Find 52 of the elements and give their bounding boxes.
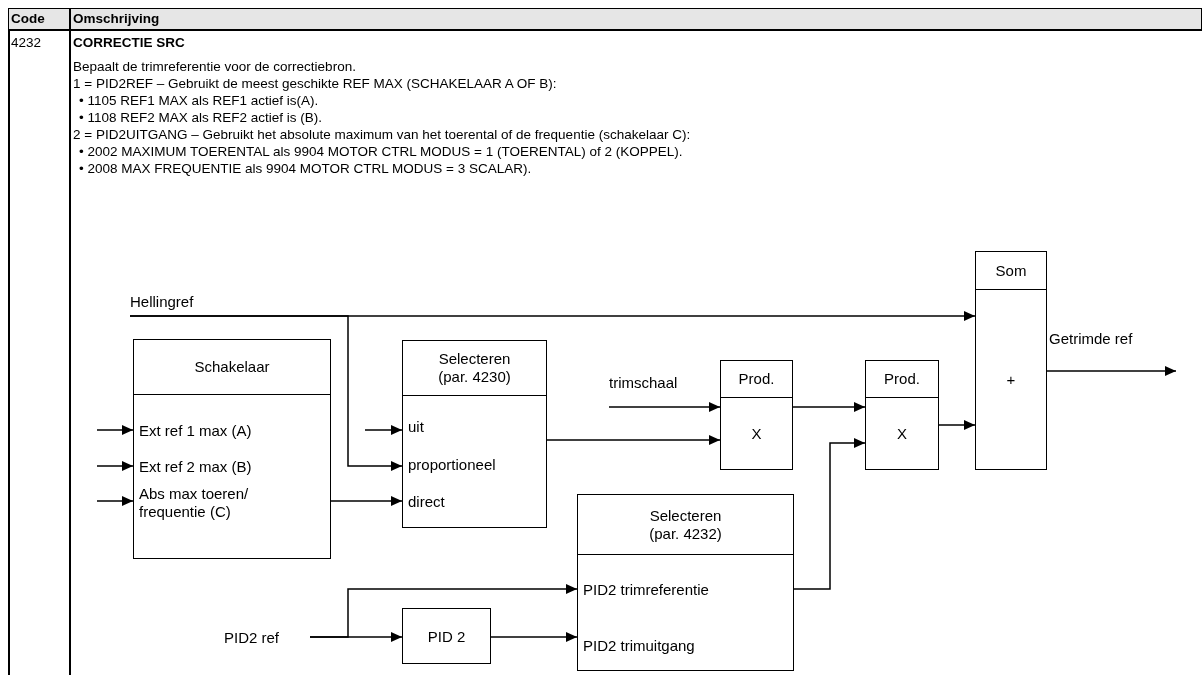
sum-block <box>975 251 1047 470</box>
input-port-label: Ext ref 1 max (A) <box>134 422 332 441</box>
parameter-code: 4232 <box>11 34 42 51</box>
signal-label: Hellingref <box>130 293 212 312</box>
operator-symbol: X <box>896 424 908 444</box>
bullet-item: • 2008 MAX FREQUENTIE als 9904 MOTOR CTRL MODUS = 3 SCALAR). <box>79 160 532 177</box>
arrow <box>96 461 134 471</box>
block-title: Som <box>976 252 1046 290</box>
option-text: 1 = PID2REF – Gebruikt de meest geschikte REF MAX (SCHAKELAAR A OF B): <box>73 75 557 92</box>
block-title: Prod. <box>721 361 792 398</box>
arrow <box>364 425 403 435</box>
column-header: Code <box>11 10 45 27</box>
arrow <box>309 632 403 642</box>
input-port-label: PID2 trimuitgang <box>578 637 795 656</box>
input-port-label: direct <box>403 493 548 512</box>
arrow <box>490 632 578 642</box>
input-port-label: proportioneel <box>403 456 548 475</box>
switch-block <box>133 339 331 559</box>
selector-block <box>577 494 794 671</box>
multiplier-block <box>720 360 793 470</box>
arrow <box>1046 366 1177 376</box>
input-port-label: Abs max toeren/ frequentie (C) <box>134 485 332 523</box>
arrow <box>330 496 403 506</box>
input-port-label: uit <box>403 418 548 437</box>
option-text: 2 = PID2UITGANG – Gebruikt het absolute maximum van het toerental of de frequentie (schakelaar C): <box>73 126 691 143</box>
input-port-label: PID2 trimreferentie <box>578 581 795 600</box>
operator-symbol: + <box>1005 370 1017 390</box>
arrow <box>793 438 866 590</box>
input-port-label: Ext ref 2 max (B) <box>134 458 332 477</box>
block-title: Selecteren (par. 4232) <box>578 495 793 555</box>
arrow <box>608 402 721 412</box>
arrow <box>546 435 721 445</box>
column-header: Omschrijving <box>73 10 160 27</box>
parameter-name: CORRECTIE SRC <box>73 34 185 51</box>
multiplier-block <box>865 360 939 470</box>
bullet-item: • 2002 MAXIMUM TOERENTAL als 9904 MOTOR CTRL MODUS = 1 (TOERENTAL) of 2 (KOPPEL). <box>79 143 683 160</box>
arrow <box>96 496 134 506</box>
signal-label: PID2 ref <box>224 629 310 648</box>
description-text: Bepaalt de trimreferentie voor de correctiebron. <box>73 58 356 75</box>
bullet-item: • 1105 REF1 MAX als REF1 actief is(A). <box>79 92 319 109</box>
function-block: PID 2 <box>402 608 491 664</box>
bullet-item: • 1108 REF2 MAX als REF2 actief is (B). <box>79 109 323 126</box>
block-title: Prod. <box>866 361 938 398</box>
arrow <box>938 420 976 430</box>
block-title: Schakelaar <box>134 340 330 395</box>
signal-label: trimschaal <box>609 374 689 393</box>
block-title: Selecteren (par. 4230) <box>403 341 546 396</box>
selector-block <box>402 340 547 528</box>
arrow <box>96 425 134 435</box>
arrow <box>129 311 976 321</box>
operator-symbol: X <box>750 424 763 444</box>
arrow <box>792 402 866 412</box>
